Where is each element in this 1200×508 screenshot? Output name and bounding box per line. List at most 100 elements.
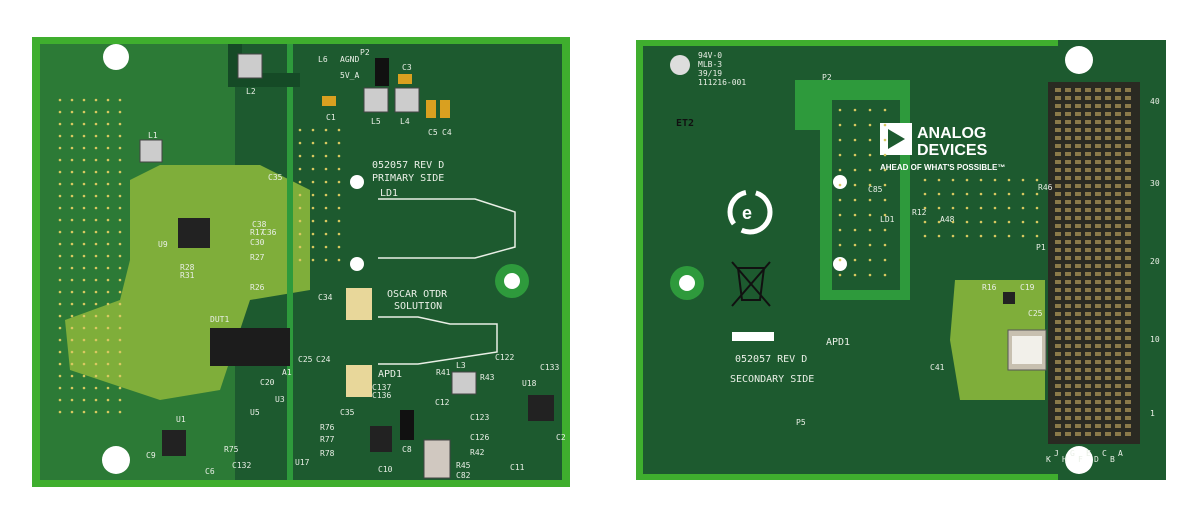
via bbox=[838, 228, 842, 232]
connector-pin bbox=[1095, 336, 1101, 340]
via bbox=[106, 386, 110, 390]
connector-pin bbox=[1095, 184, 1101, 188]
connector-pin bbox=[1085, 120, 1091, 124]
connector-pin bbox=[1115, 344, 1121, 348]
connector-pin bbox=[1055, 368, 1061, 372]
ul-marking-1: 94V-0 bbox=[698, 51, 722, 60]
via bbox=[106, 98, 110, 102]
via bbox=[118, 194, 122, 198]
via bbox=[951, 192, 955, 196]
connector-pin bbox=[1075, 320, 1081, 324]
connector-pin bbox=[1115, 136, 1121, 140]
connector-pin bbox=[1105, 152, 1111, 156]
component-label: R78 bbox=[320, 449, 335, 458]
via bbox=[94, 182, 98, 186]
connector-pin bbox=[1115, 408, 1121, 412]
connector-pin bbox=[1105, 96, 1111, 100]
component-label: C38 bbox=[252, 220, 267, 229]
via bbox=[58, 278, 62, 282]
connector-pin bbox=[1105, 392, 1111, 396]
connector-pin bbox=[1085, 328, 1091, 332]
via bbox=[82, 302, 86, 306]
connector-pin bbox=[1085, 280, 1091, 284]
connector-pin bbox=[1065, 176, 1071, 180]
connector-pin bbox=[1055, 208, 1061, 212]
via bbox=[311, 193, 315, 197]
component-label: A48 bbox=[940, 215, 955, 224]
connector-pin bbox=[1065, 160, 1071, 164]
via bbox=[94, 398, 98, 402]
connector-pin bbox=[1085, 168, 1091, 172]
connector-pin bbox=[1095, 296, 1101, 300]
component-label: L3 bbox=[456, 361, 466, 370]
via bbox=[993, 178, 997, 182]
via bbox=[838, 198, 842, 202]
via bbox=[1035, 178, 1039, 182]
via bbox=[106, 350, 110, 354]
connector-pin bbox=[1115, 208, 1121, 212]
mounting-hole bbox=[102, 446, 130, 474]
connector-pin bbox=[1125, 280, 1131, 284]
via bbox=[298, 245, 302, 249]
via bbox=[1035, 192, 1039, 196]
connector-pin bbox=[1065, 368, 1071, 372]
via bbox=[838, 258, 842, 262]
connector-pin bbox=[1095, 144, 1101, 148]
component-label: P5 bbox=[796, 418, 806, 427]
via bbox=[94, 146, 98, 150]
connector-pin bbox=[1105, 416, 1111, 420]
connector-pin bbox=[1125, 304, 1131, 308]
component-label: C82 bbox=[456, 471, 471, 480]
component-label: C5 bbox=[428, 128, 438, 137]
via bbox=[94, 278, 98, 282]
via bbox=[311, 141, 315, 145]
via bbox=[106, 194, 110, 198]
connector-pin bbox=[1105, 232, 1111, 236]
connector-pin bbox=[1085, 200, 1091, 204]
connector-pin bbox=[1105, 208, 1111, 212]
component-label: C132 bbox=[232, 461, 251, 470]
pin-number: 40 bbox=[1150, 97, 1160, 106]
connector-pin bbox=[1105, 168, 1111, 172]
via bbox=[838, 243, 842, 247]
via bbox=[70, 338, 74, 342]
via bbox=[118, 230, 122, 234]
via bbox=[979, 178, 983, 182]
connector-pin bbox=[1095, 112, 1101, 116]
connector-pin bbox=[1115, 176, 1121, 180]
connector-pin bbox=[1125, 408, 1131, 412]
via bbox=[94, 374, 98, 378]
connector-pin bbox=[1065, 216, 1071, 220]
via bbox=[868, 183, 872, 187]
connector-pin bbox=[1105, 272, 1111, 276]
connector-pin bbox=[1055, 256, 1061, 260]
via bbox=[311, 128, 315, 132]
via bbox=[58, 110, 62, 114]
component-label: R27 bbox=[250, 253, 265, 262]
via bbox=[82, 122, 86, 126]
via bbox=[82, 134, 86, 138]
board-connector bbox=[1048, 82, 1140, 444]
via bbox=[106, 410, 110, 414]
connector-pin bbox=[1075, 392, 1081, 396]
connector-pin bbox=[1115, 224, 1121, 228]
via bbox=[70, 278, 74, 282]
solution-label-2: SOLUTION bbox=[394, 301, 442, 312]
connector-pin bbox=[1105, 184, 1111, 188]
via bbox=[70, 218, 74, 222]
connector-pin bbox=[1065, 344, 1071, 348]
connector-pin bbox=[1115, 328, 1121, 332]
via bbox=[70, 410, 74, 414]
via bbox=[868, 168, 872, 172]
via bbox=[70, 194, 74, 198]
connector-pin bbox=[1095, 288, 1101, 292]
via bbox=[118, 362, 122, 366]
via bbox=[853, 183, 857, 187]
connector-pin bbox=[1085, 224, 1091, 228]
solution-label: OSCAR OTDR bbox=[387, 289, 448, 300]
via bbox=[82, 314, 86, 318]
via bbox=[883, 168, 887, 172]
connector-pin bbox=[1085, 176, 1091, 180]
connector-pin bbox=[1095, 104, 1101, 108]
via bbox=[106, 230, 110, 234]
